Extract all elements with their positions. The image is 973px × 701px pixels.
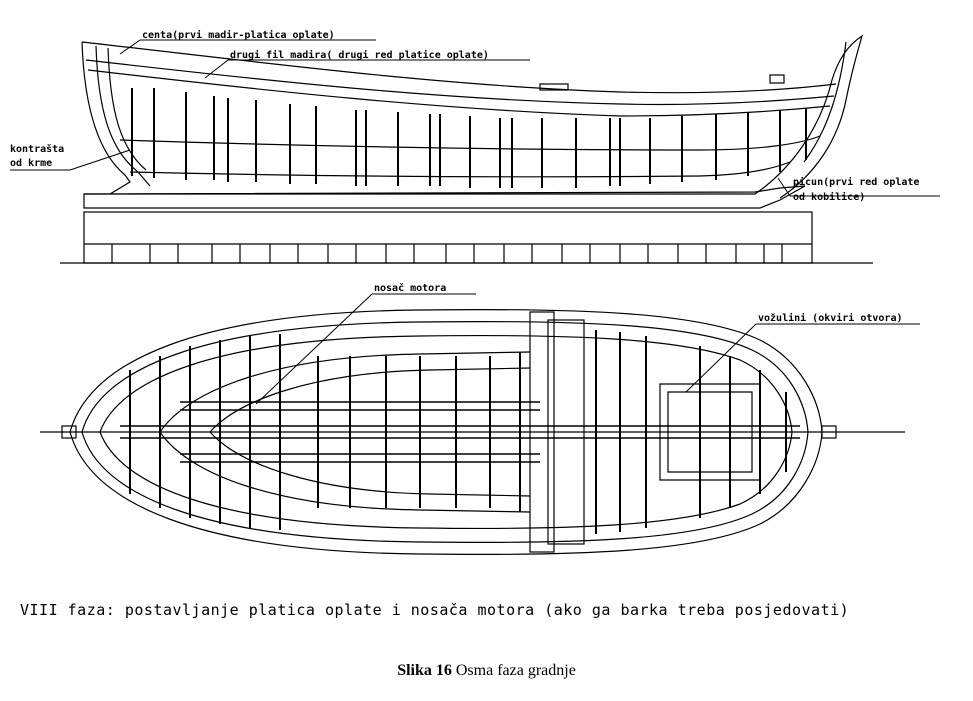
cradle-blocks: [111, 244, 783, 263]
plan-leaders: [255, 293, 920, 405]
keel: [83, 185, 806, 209]
label-od-kobilice: od kobilice): [793, 191, 865, 203]
deck-box: [769, 74, 785, 84]
figure-caption: Slika 16 Osma faza gradnje: [0, 662, 973, 680]
side-leaders: [10, 39, 940, 197]
stem-post: [803, 41, 847, 163]
building-cradle: [83, 211, 813, 264]
waterline-strake: [119, 135, 821, 151]
label-od-krme: od krme: [10, 158, 52, 169]
hull-plan-inner: [81, 320, 809, 544]
figure-caption-text: Osma faza gradnje: [455, 662, 576, 679]
sheer-second: [85, 59, 835, 106]
hull-outline: [81, 34, 864, 199]
side-view: [10, 34, 940, 264]
label-kontrasta: kontrašta: [10, 143, 64, 155]
ceiling-plank: [159, 351, 531, 513]
bottom-strake: [129, 161, 791, 178]
frames: [131, 88, 807, 188]
gunwale-inner: [99, 334, 793, 530]
engine-bed: [120, 401, 800, 463]
label-nosac-motora: nosač motora: [374, 282, 446, 294]
label-drugi-fil: drugi fil madira( drugi red platice opla…: [230, 49, 489, 61]
stern-post: [95, 45, 151, 187]
hull-plan-outer: [69, 308, 823, 556]
phase-description: VIII faza: postavljanje platica oplate i…: [20, 601, 849, 619]
figure-number: Slika 16: [397, 662, 452, 679]
label-picun: picun(prvi red oplate: [793, 176, 919, 188]
sheer-upper: [81, 41, 837, 94]
label-centa: centa(prvi madir-platica oplate): [142, 29, 335, 41]
thwart: [529, 311, 555, 553]
label-vozulini: vožulini (okviri otvora): [758, 312, 903, 324]
plan-frames: [129, 330, 787, 534]
stern-block: [61, 425, 77, 439]
plan-view: [40, 293, 920, 556]
sheer-third: [87, 69, 831, 117]
